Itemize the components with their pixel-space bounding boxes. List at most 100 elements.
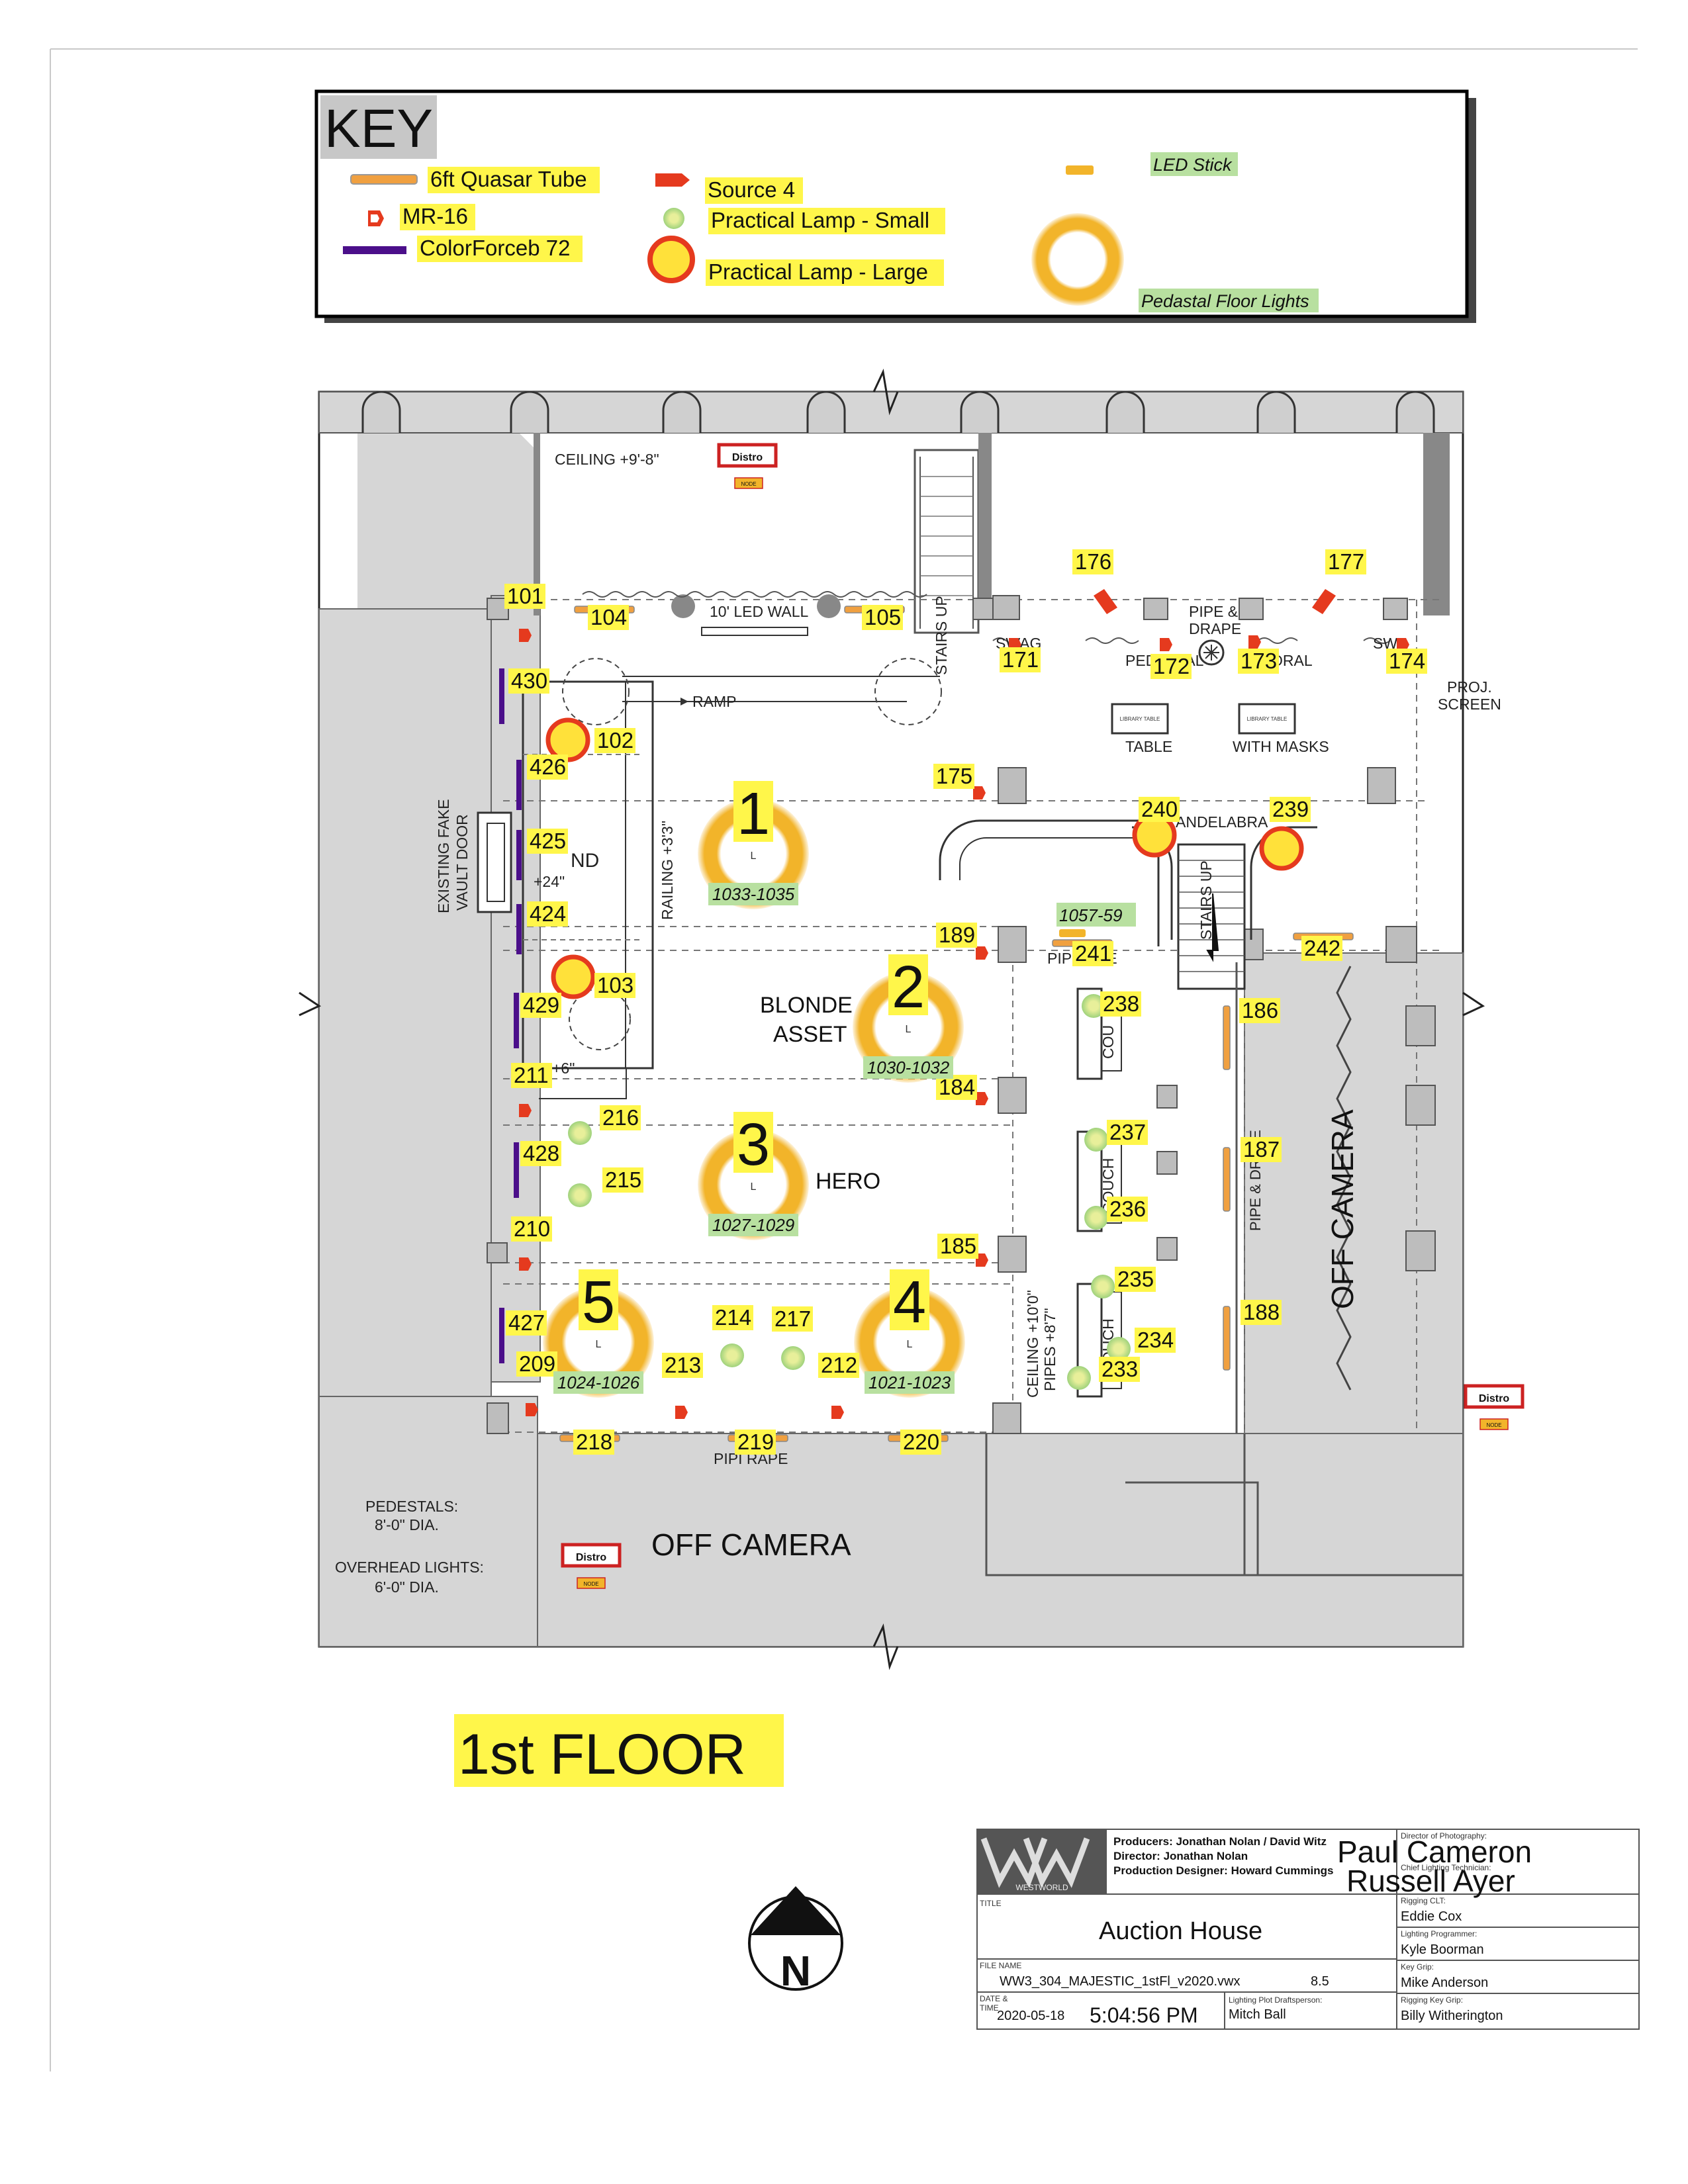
keygrip-label: Key Grip: bbox=[1401, 1962, 1434, 1972]
production-designer: Production Designer: Howard Cummings bbox=[1113, 1864, 1333, 1877]
fixture-tag-171: 171 bbox=[1002, 647, 1039, 672]
label-led-wall: 10' LED WALL bbox=[710, 603, 808, 620]
pedestal-center-mark: L bbox=[906, 1024, 912, 1035]
key-item-practical-small: Practical Lamp - Small bbox=[711, 208, 929, 232]
fixture-tag-209: 209 bbox=[519, 1351, 555, 1376]
label-pedestals-2: 8'-0" DIA. bbox=[375, 1516, 439, 1533]
fixture-tag-220: 220 bbox=[903, 1430, 939, 1454]
svg-text:Distro: Distro bbox=[1479, 1393, 1509, 1404]
date-label-2: TIME bbox=[980, 2003, 999, 2013]
label-asset: ASSET bbox=[773, 1022, 847, 1047]
key-item-mr16: MR-16 bbox=[402, 204, 468, 228]
dop-name: Paul Cameron bbox=[1337, 1835, 1532, 1869]
fixture-tag-bg bbox=[1115, 1267, 1156, 1292]
quasar-tube-icon bbox=[350, 174, 418, 185]
pedestal-center-mark: L bbox=[751, 1181, 757, 1193]
key-title: KEY bbox=[324, 99, 433, 159]
pedestal-number-1: 1 bbox=[737, 781, 770, 847]
fixture-tag-240: 240 bbox=[1141, 797, 1178, 821]
fixture-tag-bg bbox=[511, 1063, 552, 1088]
fixture-tag-bg bbox=[1241, 1137, 1282, 1162]
distro-top: Distro NODE bbox=[717, 443, 778, 489]
svg-text:NODE: NODE bbox=[583, 1581, 598, 1587]
fixture-tag-bg bbox=[602, 1167, 643, 1193]
draftsperson: Mitch Ball bbox=[1229, 2007, 1286, 2022]
pedestal-number-bg bbox=[888, 954, 928, 1015]
label-ceiling-pipes-2: PIPES +8'7" bbox=[1041, 1308, 1058, 1391]
pedestal-number-5: 5 bbox=[582, 1269, 615, 1336]
label-stairs-up-1: STAIRS UP bbox=[933, 596, 950, 675]
floor-plan: LIBRARY TABLE LIBRARY TABLE bbox=[299, 368, 1524, 1670]
key-item-practical-large: Practical Lamp - Large bbox=[708, 259, 928, 284]
fixture-tag-bg bbox=[508, 668, 549, 694]
pedestal-range-2: 1030-1032 bbox=[867, 1058, 950, 1077]
label-with-masks: WITH MASKS bbox=[1233, 738, 1329, 755]
pedestal-number-bg bbox=[733, 781, 773, 842]
colorforce-icon bbox=[343, 246, 406, 254]
fixture-tag-234: 234 bbox=[1137, 1328, 1174, 1352]
fixture-tag-bg bbox=[933, 764, 974, 789]
label-chandelabra: ANDELABRA bbox=[1176, 813, 1268, 831]
fixture-tag-210: 210 bbox=[514, 1216, 550, 1241]
svg-text:NODE: NODE bbox=[741, 481, 756, 487]
fixture-tag-101: 101 bbox=[507, 584, 543, 608]
distro-bottom: Distro NODE bbox=[561, 1543, 622, 1589]
label-blonde: BLONDE bbox=[760, 993, 853, 1018]
pedestal-range-bg bbox=[553, 1371, 643, 1394]
fixture-tag-428: 428 bbox=[523, 1141, 559, 1165]
fixture-tag-bg bbox=[937, 1234, 978, 1259]
fixture-tag-bg bbox=[1270, 797, 1311, 822]
key-item-quasar: 6ft Quasar Tube bbox=[430, 167, 587, 191]
label-ceiling: CEILING +9'-8" bbox=[555, 451, 659, 468]
programmer-name: Kyle Boorman bbox=[1401, 1942, 1484, 1957]
fixture-tag-bg bbox=[511, 1216, 552, 1242]
pedestal-center-mark: L bbox=[596, 1339, 602, 1350]
fixture-tag-241: 241 bbox=[1075, 941, 1111, 966]
pedestal-range-bg bbox=[708, 1214, 798, 1236]
fixture-tag-211: 211 bbox=[514, 1063, 549, 1087]
fixture-tag-105: 105 bbox=[865, 605, 901, 629]
pedestal-number-2: 2 bbox=[892, 954, 925, 1021]
pedestal-center-mark: L bbox=[751, 850, 757, 862]
pedestal-number-4: 4 bbox=[893, 1269, 926, 1336]
fixture-tag-bg bbox=[504, 584, 545, 609]
pedestal-range-3: 1027-1029 bbox=[712, 1215, 794, 1235]
fixture-tag-bg bbox=[936, 1075, 977, 1100]
svg-text:Distro: Distro bbox=[576, 1552, 606, 1563]
rigkeygrip-name: Billy Witherington bbox=[1401, 2009, 1503, 2023]
fixture-tag-bg bbox=[594, 728, 635, 753]
fixture-tag-176: 176 bbox=[1075, 549, 1111, 574]
title-label: TITLE bbox=[980, 1899, 1002, 1908]
label-plus6: +6" bbox=[552, 1060, 575, 1077]
pedestal-range-bg bbox=[708, 883, 798, 905]
fixture-tag-185: 185 bbox=[940, 1234, 976, 1258]
fixture-tag-bg bbox=[1150, 654, 1192, 679]
fixture-tag-bg bbox=[936, 923, 977, 948]
label-vault-1: EXISTING FAKE bbox=[435, 799, 452, 913]
version: 8.5 bbox=[1311, 1974, 1329, 1989]
pedestal-range-1: 1033-1035 bbox=[712, 884, 795, 904]
fixture-tag-bg bbox=[1107, 1197, 1148, 1222]
fixture-tag-bg bbox=[1135, 1328, 1176, 1353]
fixture-tag-bg bbox=[1000, 647, 1041, 672]
label-off-camera-right: OFF CAMERA bbox=[1325, 1109, 1360, 1309]
chief-label: Chief Lighting Technician: bbox=[1401, 1863, 1491, 1872]
fixture-tag-bg bbox=[527, 901, 568, 927]
fixture-tag-bg bbox=[712, 1305, 753, 1330]
compass-letter: N bbox=[780, 1947, 811, 1995]
pedestal-range-bg bbox=[863, 1056, 953, 1079]
label-off-camera-bottom: OFF CAMERA bbox=[651, 1527, 851, 1562]
floor-title: 1st FLOOR bbox=[458, 1723, 746, 1786]
fixture-tag-218: 218 bbox=[576, 1430, 612, 1454]
fixture-tag-bg bbox=[1239, 998, 1280, 1023]
fixture-tag-425: 425 bbox=[530, 829, 566, 853]
key-item-source4: Source 4 bbox=[708, 177, 795, 202]
label-overhead-1: OVERHEAD LIGHTS: bbox=[335, 1559, 484, 1576]
fixture-tag-216: 216 bbox=[602, 1105, 639, 1130]
fixture-tag-212: 212 bbox=[821, 1353, 857, 1377]
fixture-tag-215: 215 bbox=[605, 1167, 641, 1192]
fixture-tag-bg bbox=[862, 605, 903, 630]
producers: Producers: Jonathan Nolan / David Witz bbox=[1113, 1835, 1327, 1848]
plot-time: 5:04:56 PM bbox=[1090, 2003, 1198, 2027]
